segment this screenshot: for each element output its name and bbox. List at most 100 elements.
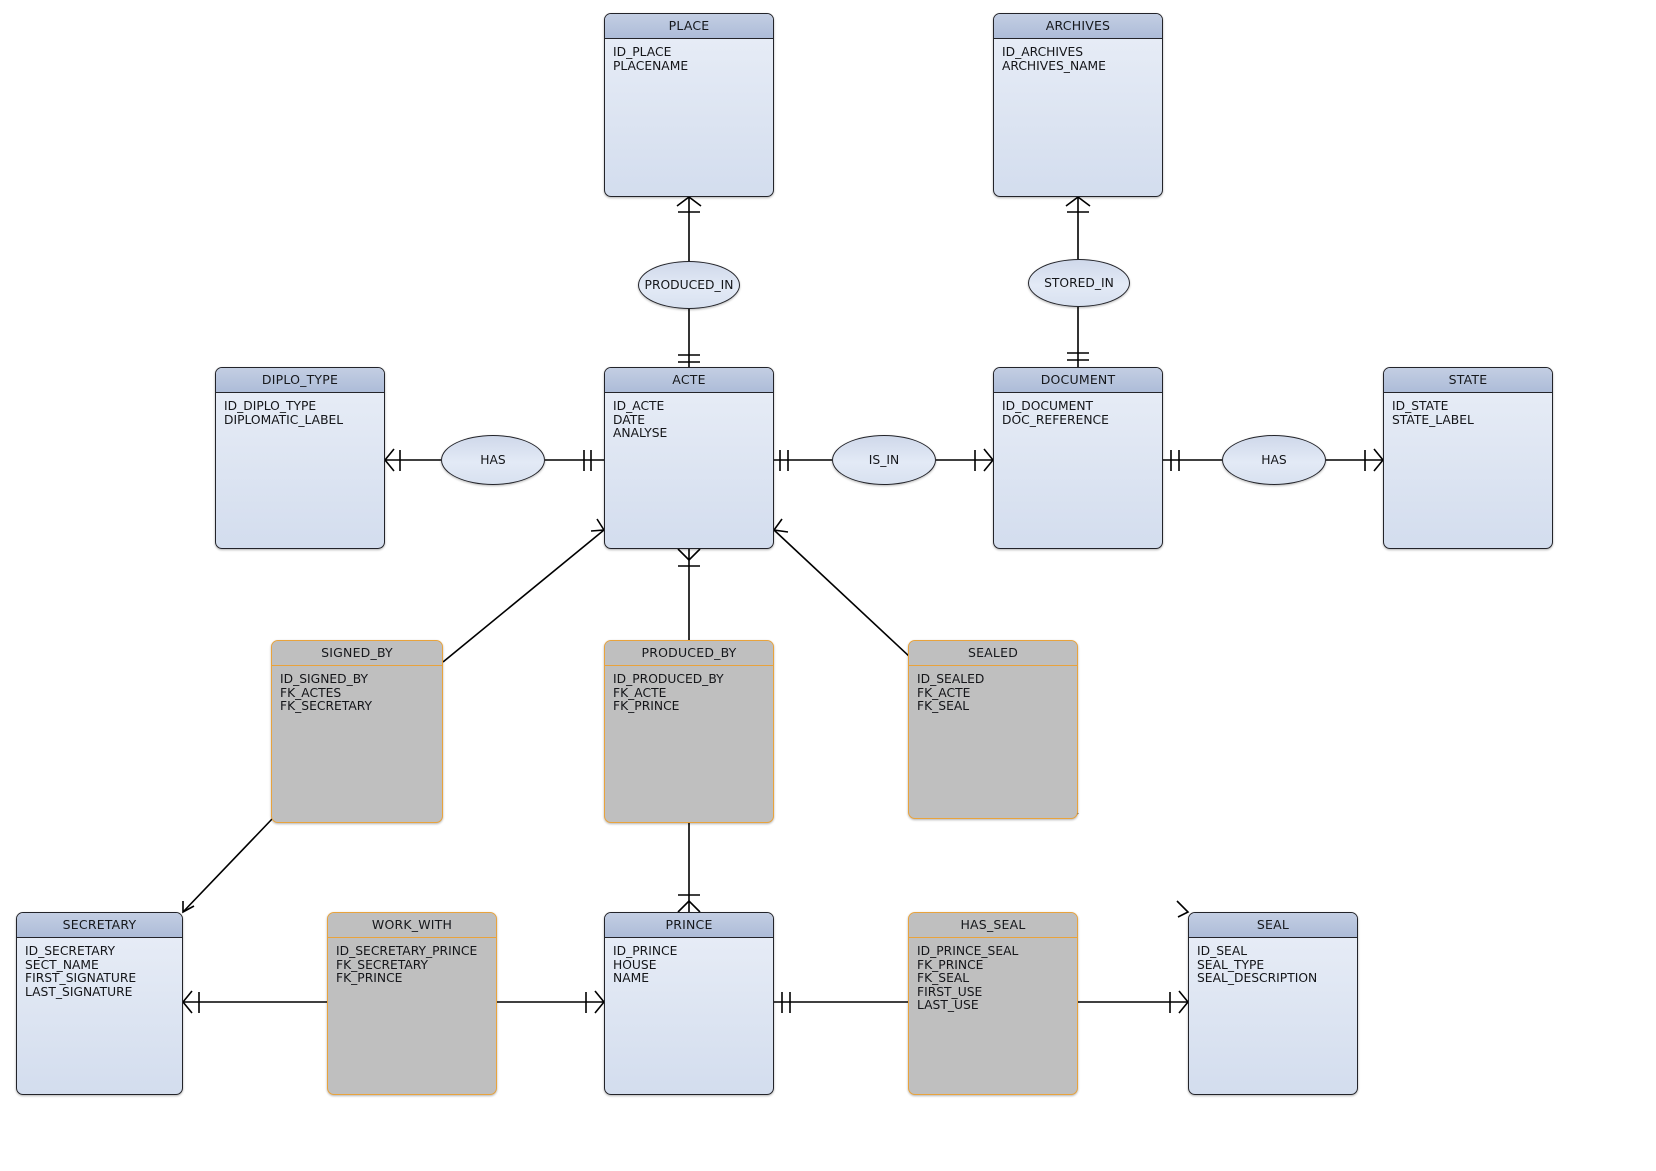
entity-sealed[interactable]: SEALED ID_SEALED FK_ACTE FK_SEAL [908,640,1078,819]
crowsfoot-state [1373,448,1385,472]
relationship-label: HAS [480,453,506,467]
attribute: SEAL_TYPE [1197,957,1265,972]
entity-has-seal[interactable]: HAS_SEAL ID_PRINCE_SEAL FK_PRINCE FK_SEA… [908,912,1078,1095]
relationship-has-state[interactable]: HAS [1222,435,1326,485]
attribute: ID_PRINCE_SEAL [917,944,1019,958]
attribute: ANALYSE [613,426,668,440]
entity-place[interactable]: PLACE ID_PLACE PLACENAME [604,13,774,197]
entity-attributes: ID_SECRETARY_PRINCE FK_SECRETARY FK_PRIN… [328,938,496,992]
attribute: FK_SEAL [917,971,970,985]
attribute: DIPLOMATIC_LABEL [224,412,344,427]
entity-diplo-type[interactable]: DIPLO_TYPE ID_DIPLO_TYPE DIPLOMATIC_LABE… [215,367,385,549]
entity-attributes: ID_SIGNED_BY FK_ACTES FK_SECRETARY [272,666,442,720]
attribute: ID_SEAL [1197,944,1248,958]
attribute: ID_SECRETARY [25,944,115,958]
relationship-is-in[interactable]: IS_IN [832,435,936,485]
entity-attributes: ID_ACTE DATE ANALYSE [605,393,773,447]
entity-produced-by[interactable]: PRODUCED_BY ID_PRODUCED_BY FK_ACTE FK_PR… [604,640,774,823]
entity-prince[interactable]: PRINCE ID_PRINCE HOUSE NAME [604,912,774,1095]
crowsfoot-secretary-top [182,901,195,914]
entity-attributes: ID_SEAL SEAL_TYPE SEAL_DESCRIPTION [1189,938,1357,992]
entity-attributes: ID_SECRETARY SECT_NAME FIRST_SIGNATURE L… [17,938,182,1005]
entity-attributes: ID_PRINCE HOUSE NAME [605,938,773,992]
relationship-label: HAS [1261,453,1287,467]
entity-acte[interactable]: ACTE ID_ACTE DATE ANALYSE [604,367,774,549]
entity-attributes: ID_STATE STATE_LABEL [1384,393,1552,433]
attribute: HOUSE [613,957,657,972]
entity-title: ARCHIVES [994,14,1162,39]
entity-title: SIGNED_BY [272,641,442,666]
entity-state[interactable]: STATE ID_STATE STATE_LABEL [1383,367,1553,549]
attribute: ARCHIVES_NAME [1002,58,1106,73]
attribute: ID_ACTE [613,399,665,413]
attribute: ID_STATE [1392,399,1449,413]
attribute: FK_PRINCE [336,971,403,985]
crowsfoot-secretary-right [181,990,193,1014]
attribute: FK_SECRETARY [336,957,428,972]
crowsfoot-acte-signedby [590,518,606,532]
attribute: FK_SECRETARY [280,699,372,713]
crowsfoot-seal-top [1176,900,1190,918]
attribute: SECT_NAME [25,957,99,972]
entity-title: PLACE [605,14,773,39]
crowsfoot-prince-left [594,990,606,1014]
entity-title: DIPLO_TYPE [216,368,384,393]
attribute: FK_SEAL [917,699,970,713]
attribute: ID_PRINCE [613,944,678,958]
attribute: LAST_SIGNATURE [25,984,133,999]
relationship-label: IS_IN [868,453,900,467]
attribute: FIRST_USE [917,984,983,999]
entity-secretary[interactable]: SECRETARY ID_SECRETARY SECT_NAME FIRST_S… [16,912,183,1095]
relationship-has-diplo-type[interactable]: HAS [441,435,545,485]
attribute: DOC_REFERENCE [1002,412,1109,427]
entity-signed-by[interactable]: SIGNED_BY ID_SIGNED_BY FK_ACTES FK_SECRE… [271,640,443,823]
entity-title: WORK_WITH [328,913,496,938]
crowsfoot-acte-producedby [677,548,701,562]
entity-archives[interactable]: ARCHIVES ID_ARCHIVES ARCHIVES_NAME [993,13,1163,197]
crowsfoot-acte-sealed [772,518,789,533]
entity-title: PRODUCED_BY [605,641,773,666]
relationship-label: STORED_IN [1044,276,1114,290]
entity-title: SEAL [1189,913,1357,938]
attribute: STATE_LABEL [1392,412,1474,427]
attribute: ID_SECRETARY_PRINCE [336,944,478,958]
attribute: ID_PRODUCED_BY [613,672,724,686]
attribute: PLACENAME [613,58,689,73]
entity-title: HAS_SEAL [909,913,1077,938]
attribute: FK_ACTES [280,685,342,700]
attribute: FK_PRINCE [613,699,680,713]
entity-work-with[interactable]: WORK_WITH ID_SECRETARY_PRINCE FK_SECRETA… [327,912,497,1095]
entity-title: DOCUMENT [994,368,1162,393]
attribute: ID_ARCHIVES [1002,45,1084,59]
crowsfoot-place [676,196,702,207]
attribute: NAME [613,971,649,985]
relationship-produced-in[interactable]: PRODUCED_IN [638,261,740,309]
attribute: FK_ACTE [917,685,971,700]
entity-title: ACTE [605,368,773,393]
relationship-label: PRODUCED_IN [644,278,734,292]
crowsfoot-diplotype [383,448,395,472]
attribute: SEAL_DESCRIPTION [1197,971,1318,985]
line-acte-signedby [442,529,605,663]
attribute: ID_SIGNED_BY [280,672,369,686]
attribute: DATE [613,412,645,427]
attribute: FK_ACTE [613,685,667,700]
crowsfoot-prince-top [677,899,701,913]
entity-attributes: ID_ARCHIVES ARCHIVES_NAME [994,39,1162,79]
entity-seal[interactable]: SEAL ID_SEAL SEAL_TYPE SEAL_DESCRIPTION [1188,912,1358,1095]
entity-title: PRINCE [605,913,773,938]
entity-attributes: ID_PRODUCED_BY FK_ACTE FK_PRINCE [605,666,773,720]
entity-title: SEALED [909,641,1077,666]
entity-document[interactable]: DOCUMENT ID_DOCUMENT DOC_REFERENCE [993,367,1163,549]
entity-attributes: ID_PLACE PLACENAME [605,39,773,79]
entity-title: SECRETARY [17,913,182,938]
attribute: ID_DOCUMENT [1002,399,1094,413]
crowsfoot-document-left [983,448,995,472]
entity-attributes: ID_PRINCE_SEAL FK_PRINCE FK_SEAL FIRST_U… [909,938,1077,1019]
entity-attributes: ID_DOCUMENT DOC_REFERENCE [994,393,1162,433]
relationship-stored-in[interactable]: STORED_IN [1028,259,1130,307]
line-signedby-secretary [182,817,274,913]
attribute: LAST_USE [917,998,979,1012]
